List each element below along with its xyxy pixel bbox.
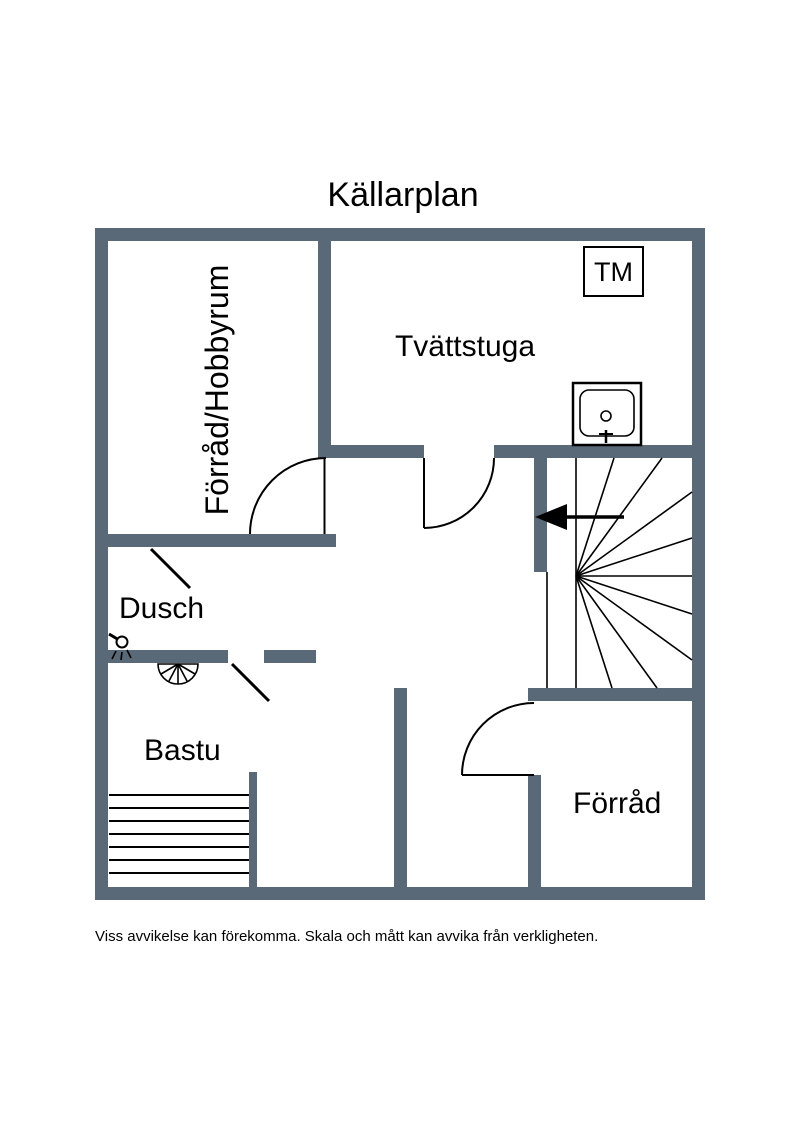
wall-sauna-right [394, 688, 407, 887]
wall-hobby-laundry [318, 241, 331, 458]
wall-shower-bottom-right [264, 650, 316, 663]
wall-laundry-bottom-left [331, 445, 424, 458]
door-leaf-shower [149, 547, 192, 590]
doors [149, 457, 535, 776]
wall-storage-top [528, 688, 692, 701]
wall-laundry-bottom-right [494, 445, 692, 458]
stairs-direction-arrow-icon [535, 504, 624, 530]
room-label-shower: Dusch [119, 592, 204, 625]
wall-outer-bottom [95, 887, 705, 900]
sauna-heater-icon [157, 663, 199, 685]
shower-icon [108, 632, 132, 661]
wall-hobby-bottom [108, 534, 336, 547]
room-label-storage: Förråd [573, 787, 661, 820]
room-label-hobby: Förråd/Hobbyrum [199, 265, 235, 516]
room-label-sauna: Bastu [144, 734, 221, 767]
washing-machine-label: TM [594, 257, 633, 287]
sink-icon [571, 381, 643, 447]
wall-outer-top [95, 228, 705, 241]
walls [95, 228, 705, 900]
door-leaf-sauna [230, 662, 271, 703]
page-title: Källarplan [327, 176, 478, 214]
wall-storage-left [528, 775, 541, 887]
door-swing-storage [461, 702, 535, 776]
sauna-benches [109, 794, 249, 874]
disclaimer-text: Viss avvikelse kan förekomma. Skala och … [95, 928, 598, 945]
wall-sauna-bench-edge [249, 772, 257, 887]
wall-shower-bottom-left [108, 650, 228, 663]
room-label-laundry: Tvättstuga [395, 330, 535, 363]
door-swing-laundry [423, 457, 495, 529]
washing-machine-icon: TM [583, 246, 644, 297]
door-swing-hobby [249, 457, 327, 535]
wall-outer-left [95, 228, 108, 900]
wall-outer-right [692, 228, 705, 900]
